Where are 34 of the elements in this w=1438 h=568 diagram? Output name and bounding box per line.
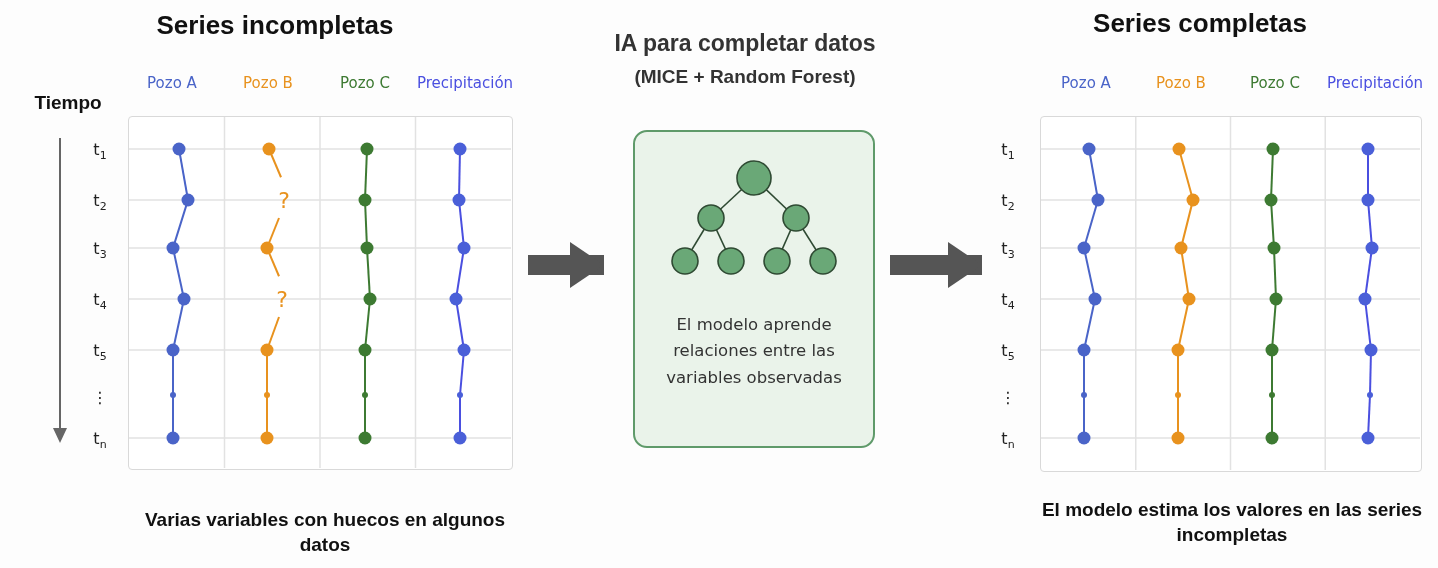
model-subtitle: (MICE + Random Forest) bbox=[634, 66, 856, 88]
time-step-label: t$_{n}$ bbox=[93, 428, 107, 452]
column-header: Precipitación bbox=[1326, 74, 1424, 92]
model-title: IA para completar datos bbox=[614, 30, 876, 57]
missing-value-mark: ? bbox=[276, 286, 288, 312]
time-step-label: t$_{2}$ bbox=[93, 190, 107, 214]
panel-caption: El modelo estima los valores en las series incompletas bbox=[1040, 498, 1424, 547]
time-step-label: t$_{4}$ bbox=[93, 289, 107, 313]
column-header: Pozo B bbox=[243, 74, 293, 92]
panel-heading: Series completas bbox=[1093, 8, 1307, 39]
time-step-label: ⋮ bbox=[92, 387, 108, 407]
time-step-label: t$_{3}$ bbox=[93, 238, 107, 262]
panel-caption: Varias variables con huecos en algunos datos bbox=[143, 508, 507, 557]
axis-title: Tiempo bbox=[34, 92, 102, 114]
flow-arrow bbox=[528, 242, 604, 288]
column-header: Pozo A bbox=[1061, 74, 1111, 92]
time-step-label: ⋮ bbox=[1000, 387, 1016, 407]
model-description: El modelo aprende relaciones entre las variables observadas bbox=[665, 314, 843, 389]
missing-value-mark: ? bbox=[278, 187, 290, 213]
time-step-label: t$_{n}$ bbox=[1001, 428, 1015, 452]
column-header: Pozo C bbox=[340, 74, 390, 92]
column-header: Pozo A bbox=[147, 74, 197, 92]
panel-heading: Series incompletas bbox=[156, 10, 394, 41]
time-step-label: t$_{4}$ bbox=[1001, 289, 1015, 313]
time-step-label: t$_{1}$ bbox=[93, 139, 107, 163]
column-header: Precipitación bbox=[416, 74, 514, 92]
time-step-label: t$_{1}$ bbox=[1001, 139, 1015, 163]
time-step-label: t$_{3}$ bbox=[1001, 238, 1015, 262]
time-step-label: t$_{2}$ bbox=[1001, 190, 1015, 214]
column-header: Pozo B bbox=[1156, 74, 1206, 92]
column-header: Pozo C bbox=[1250, 74, 1300, 92]
time-step-label: t$_{5}$ bbox=[93, 340, 107, 364]
time-step-label: t$_{5}$ bbox=[1001, 340, 1015, 364]
flow-arrow bbox=[890, 242, 982, 288]
